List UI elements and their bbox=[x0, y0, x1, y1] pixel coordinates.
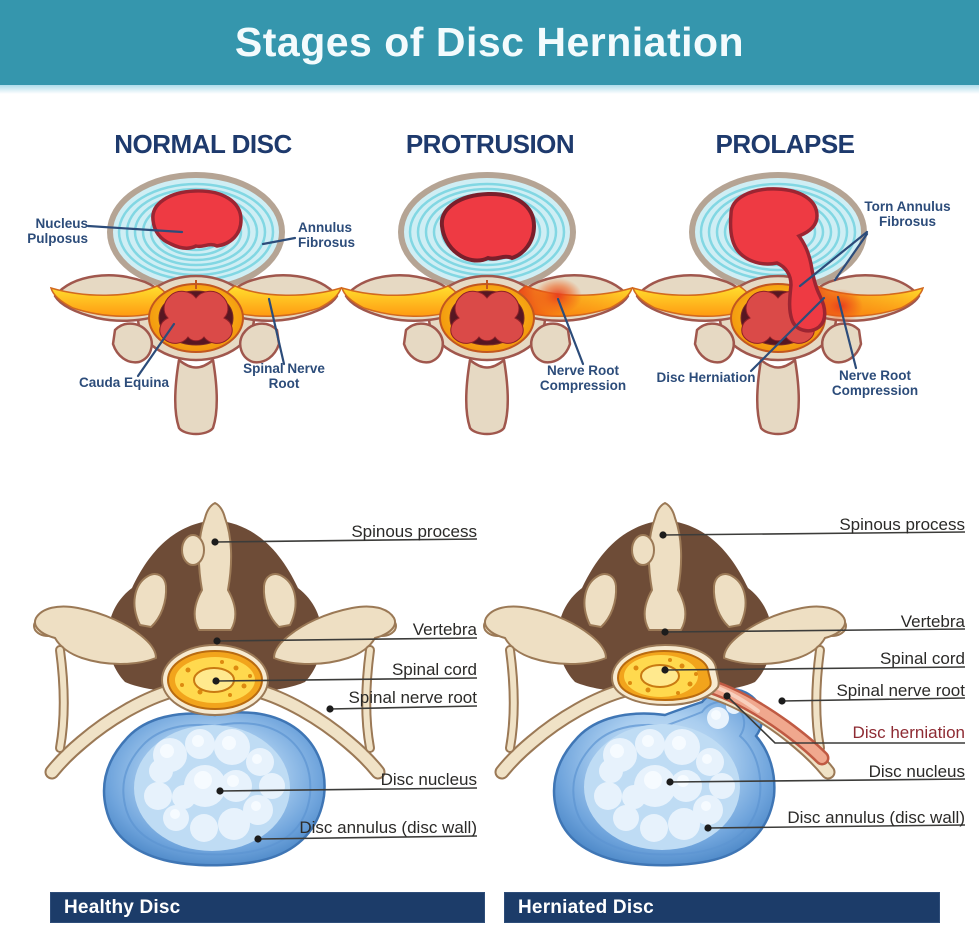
leader-dots bbox=[211, 538, 334, 843]
caption-bar-herniated: Herniated Disc bbox=[504, 892, 940, 923]
label-spinal-cord-healthy: Spinal cord bbox=[391, 660, 477, 679]
label-torn-annulus-fibrosus: Torn Annulus Fibrosus bbox=[864, 199, 951, 230]
prolapse-illustration bbox=[631, 172, 925, 436]
label-disc-herniation: Disc herniation bbox=[852, 723, 965, 742]
label-disc-nucleus-herniated: Disc nucleus bbox=[868, 762, 965, 781]
label-nerve-root-compression-prolapse: Nerve Root Compression bbox=[831, 368, 919, 399]
caption-bar-healthy: Healthy Disc bbox=[50, 892, 485, 923]
label-nerve-root-compression-protrusion: Nerve Root Compression bbox=[539, 363, 627, 394]
leader-lines bbox=[749, 230, 869, 373]
heading-protrusion: PROTRUSION bbox=[405, 129, 575, 159]
healthy-disc-illustration bbox=[33, 502, 478, 867]
label-nucleus-pulposus: Nucleus Pulposus bbox=[27, 216, 88, 247]
label-cauda-equina: Cauda Equina bbox=[78, 375, 169, 390]
banner-bottom-fade bbox=[0, 85, 979, 94]
label-disc-annulus-herniated: Disc annulus (disc wall) bbox=[787, 808, 965, 827]
title-banner: Stages of Disc Herniation bbox=[0, 0, 979, 85]
leader-lines bbox=[86, 224, 297, 378]
label-spinal-nerve-root: Spinal Nerve Root bbox=[243, 361, 325, 392]
label-spinal-nerve-root-herniated: Spinal nerve root bbox=[836, 681, 965, 700]
page-title: Stages of Disc Herniation bbox=[234, 19, 745, 65]
top-row-illustrations bbox=[49, 172, 925, 436]
label-disc-nucleus-healthy: Disc nucleus bbox=[380, 770, 477, 789]
herniated-disc-illustration bbox=[483, 502, 966, 867]
label-spinal-nerve-root-healthy: Spinal nerve root bbox=[348, 688, 477, 707]
label-spinous-process-herniated: Spinous process bbox=[839, 515, 965, 534]
leader-dots bbox=[659, 531, 786, 832]
heading-normal-disc: NORMAL DISC bbox=[114, 129, 292, 159]
label-disc-herniation-prolapse: Disc Herniation bbox=[656, 370, 756, 385]
leader-lines bbox=[662, 531, 966, 829]
label-spinal-cord-herniated: Spinal cord bbox=[879, 649, 965, 668]
caption-healthy-disc: Healthy Disc bbox=[64, 896, 181, 918]
leader-lines bbox=[214, 538, 478, 840]
label-annulus-fibrosus: Annulus Fibrosus bbox=[298, 220, 356, 251]
bottom-row-illustrations bbox=[33, 502, 966, 867]
label-disc-annulus-healthy: Disc annulus (disc wall) bbox=[299, 818, 477, 837]
caption-herniated-disc: Herniated Disc bbox=[518, 896, 654, 918]
label-vertebra-herniated: Vertebra bbox=[900, 612, 965, 631]
heading-prolapse: PROLAPSE bbox=[715, 129, 855, 159]
leader-lines bbox=[556, 297, 585, 366]
normal-disc-illustration bbox=[49, 172, 343, 436]
label-vertebra-healthy: Vertebra bbox=[412, 620, 477, 639]
protrusion-illustration bbox=[340, 172, 634, 436]
label-spinous-process-healthy: Spinous process bbox=[351, 522, 477, 541]
